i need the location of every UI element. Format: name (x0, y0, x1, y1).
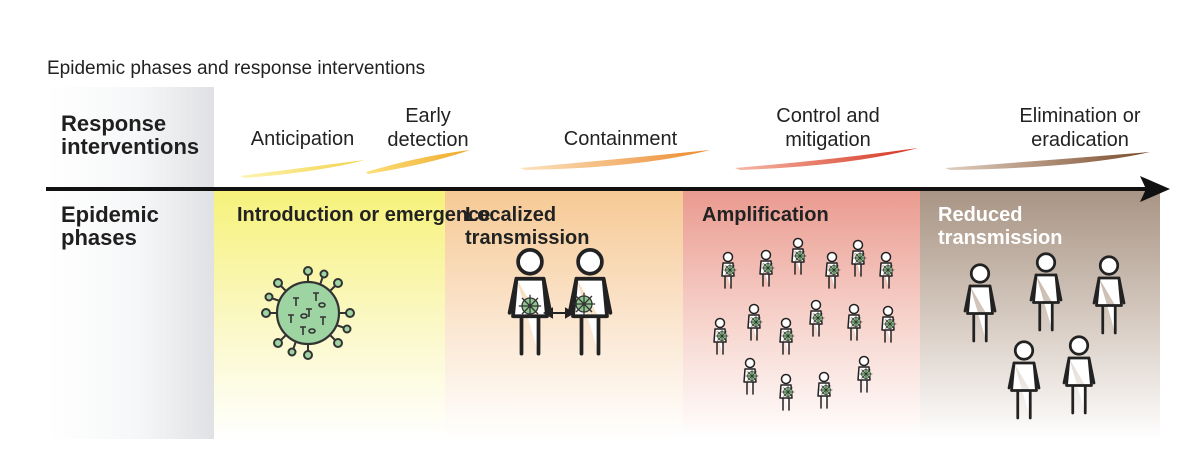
infected-person-icon (779, 317, 795, 355)
person-icon (1062, 335, 1096, 415)
phase-amplification-panel (683, 190, 920, 440)
phase-label-localized: Localized transmission (465, 204, 590, 249)
exchange-arrow-icon (542, 307, 576, 319)
infected-person-icon (857, 355, 873, 393)
person-icon (1029, 252, 1063, 332)
stroke-control (735, 148, 918, 170)
virus-icon (572, 292, 596, 316)
phase-localized-panel (445, 190, 683, 440)
row-label-phases: Epidemic phases (61, 202, 159, 250)
virus-icon (261, 266, 355, 360)
timeline-arrow-head (1140, 176, 1170, 202)
infected-crowd (713, 237, 897, 411)
person-icon (1007, 340, 1041, 420)
infected-person-icon (791, 237, 807, 275)
stroke-elimination (945, 152, 1150, 170)
infected-person-icon (809, 299, 825, 337)
infected-person-icon (713, 317, 729, 355)
infected-person-icon (825, 251, 841, 289)
person-icon (963, 263, 997, 343)
intervention-elimination: Elimination or eradication (1019, 105, 1141, 151)
stroke-containment (520, 150, 710, 170)
intervention-anticipation: Anticipation (250, 128, 355, 150)
row-label-interventions: Response interventions (61, 111, 200, 159)
intervention-control-mitigation: Control and mitigation (776, 105, 880, 151)
infected-person-icon (779, 373, 795, 411)
infected-person-icon (817, 371, 833, 409)
row-label-panel (46, 87, 214, 439)
infected-person-icon (721, 251, 737, 289)
phase-label-amplification: Amplification (702, 204, 829, 226)
intervention-early-detection: Early detection (387, 105, 469, 151)
phase-label-reduced: Reduced transmission (938, 204, 1063, 249)
stroke-early-detection (366, 150, 470, 174)
intervention-containment: Containment (563, 128, 678, 150)
stroke-anticipation (240, 160, 365, 178)
infected-person-icon (743, 357, 759, 395)
virus-icon (518, 294, 542, 318)
infected-person-icon (759, 249, 775, 287)
figure-title: Epidemic phases and response interventio… (47, 58, 426, 79)
infected-person-icon (847, 303, 863, 341)
infected-person-icon (851, 239, 867, 277)
infected-person-icon (747, 303, 763, 341)
infected-person-icon (879, 251, 895, 289)
phase-label-introduction: Introduction or emergence (237, 204, 491, 226)
infected-person-icon (881, 305, 897, 343)
person-icon (1092, 255, 1126, 335)
